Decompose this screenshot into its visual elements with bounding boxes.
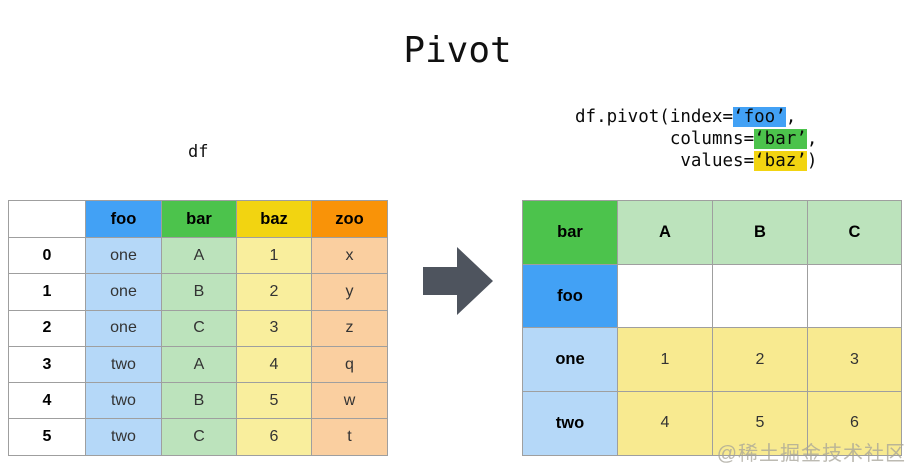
table-cell: 2	[712, 327, 808, 393]
arrow-shape	[423, 247, 493, 315]
column-header-bar: bar	[161, 200, 237, 238]
table-cell: 4	[617, 391, 713, 456]
code-text: values=	[575, 151, 755, 171]
table-cell: C	[807, 200, 902, 265]
table-cell: B	[712, 200, 808, 265]
code-line: values=‘baz’)	[575, 150, 817, 172]
table-cell: 6	[807, 391, 902, 456]
table-cell: t	[311, 418, 388, 456]
row-header-cell: one	[522, 327, 618, 393]
table-cell: C	[161, 418, 237, 456]
table-cell: one	[85, 309, 162, 347]
column-header-foo: foo	[85, 200, 162, 238]
table-cell: 1	[617, 327, 713, 393]
table-cell: one	[85, 273, 162, 311]
row-index-cell: 4	[8, 382, 86, 420]
code-text: ,	[806, 129, 818, 149]
table-cell: 2	[236, 273, 312, 311]
table-cell: z	[311, 309, 388, 347]
table-cell	[807, 263, 902, 329]
code-line: df.pivot(index=‘foo’,	[575, 106, 817, 128]
row-header-cell: foo	[522, 263, 618, 329]
table-cell: 6	[236, 418, 312, 456]
table-cell: 5	[236, 382, 312, 420]
code-text: df.pivot(index=	[575, 107, 734, 127]
table-cell: A	[161, 345, 237, 384]
column-header-baz: baz	[236, 200, 312, 238]
page-title: Pivot	[403, 30, 512, 71]
table-row: foo	[522, 263, 902, 329]
table-cell: A	[161, 236, 237, 275]
table-cell: 5	[712, 391, 808, 456]
pivot-code: df.pivot(index=‘foo’, columns=‘bar’, val…	[575, 106, 817, 172]
table-cell: C	[161, 309, 237, 347]
table-cell: B	[161, 382, 237, 420]
table-cell: 3	[807, 327, 902, 393]
table-cell: two	[85, 382, 162, 420]
table-cell: one	[85, 236, 162, 275]
row-index-cell: 3	[8, 345, 86, 384]
code-highlight-yellow: ‘baz’	[754, 151, 807, 171]
table-cell	[712, 263, 808, 329]
table-cell: w	[311, 382, 388, 420]
column-header-zoo: zoo	[311, 200, 388, 238]
code-text: ,	[785, 107, 797, 127]
table-cell: x	[311, 236, 388, 275]
row-index-cell: 1	[8, 273, 86, 311]
row-header-cell: two	[522, 391, 618, 456]
code-text: columns=	[575, 129, 755, 149]
row-index-cell: 0	[8, 236, 86, 275]
table-cell: y	[311, 273, 388, 311]
table-cell: q	[311, 345, 388, 384]
code-highlight-green: ‘bar’	[754, 129, 807, 149]
table-cell: two	[85, 345, 162, 384]
watermark: @稀土掘金技术社区	[716, 443, 906, 465]
code-highlight-blue: ‘foo’	[733, 107, 786, 127]
table-cell: 3	[236, 309, 312, 347]
source-table-label: df	[188, 142, 209, 162]
code-line: columns=‘bar’,	[575, 128, 817, 150]
row-header-cell: bar	[522, 200, 618, 265]
table-cell: 1	[236, 236, 312, 275]
table-cell: B	[161, 273, 237, 311]
row-index-cell: 2	[8, 309, 86, 347]
table-cell	[617, 263, 713, 329]
transform-arrow-icon	[423, 247, 493, 315]
code-text: )	[806, 151, 818, 171]
table-cell: 4	[236, 345, 312, 384]
row-index-cell: 5	[8, 418, 86, 456]
column-header-index	[8, 200, 86, 238]
table-cell: A	[617, 200, 713, 265]
table-cell: two	[85, 418, 162, 456]
